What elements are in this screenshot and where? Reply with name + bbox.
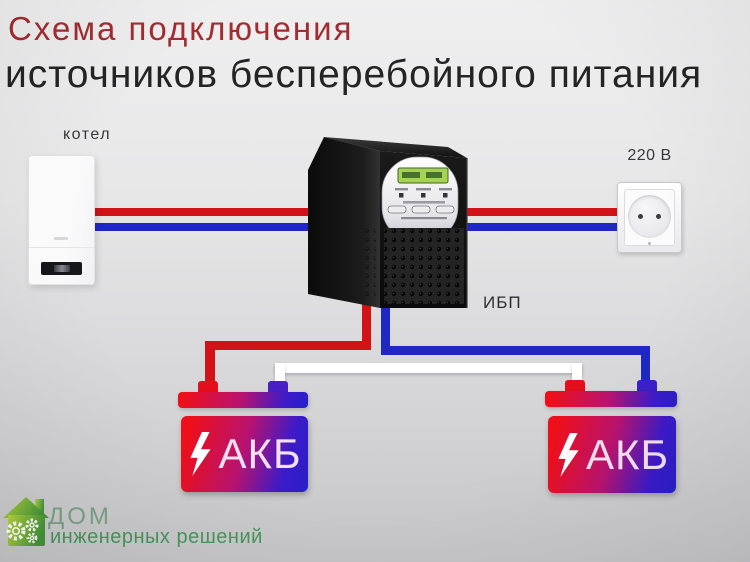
battery-right: АКБ (548, 416, 676, 493)
house-logo-icon (3, 497, 49, 546)
jumper-wire-white (275, 363, 582, 373)
ups-button (387, 205, 407, 214)
page-subtitle: источников бесперебойного питания (5, 53, 703, 96)
battery-right-label: АКБ (585, 430, 670, 478)
gear-icon (26, 532, 38, 544)
logo-subtitle: инженерных решений (50, 526, 263, 548)
jumper-wire-white-left (275, 363, 285, 388)
battery-left-terminal-minus (268, 381, 288, 394)
jumper-wire-white-right (572, 363, 582, 387)
socket-label: 220 В (627, 147, 672, 164)
boiler-seam (29, 247, 94, 248)
ups-indicator-led (443, 193, 448, 198)
ups-button (411, 205, 431, 214)
gear-icon (25, 518, 39, 532)
page-title: Схема подключения (8, 10, 354, 47)
socket-screw-bottom (648, 242, 651, 245)
battery-left-label: АКБ (218, 430, 302, 477)
ups-indicator-led (421, 193, 426, 198)
battery-left-terminal-plus (198, 381, 218, 394)
ups-panel-text (403, 201, 445, 204)
dc-wire-blue-drop (641, 346, 650, 388)
boiler-display-panel (41, 262, 82, 275)
boiler-screen (53, 265, 70, 272)
dc-wire-red-horiz (205, 341, 371, 350)
ups-indicator-label (395, 188, 408, 191)
dc-wire-blue-down (381, 300, 390, 355)
ups-label: ИБП (483, 293, 522, 312)
ups-indicator-label (416, 188, 431, 191)
battery-left: АКБ (181, 416, 308, 492)
ups-image (308, 137, 468, 308)
ups-lcd-display (397, 167, 449, 184)
boiler-label: котел (63, 126, 112, 143)
boiler-image (28, 155, 95, 285)
socket-hole-right (656, 214, 661, 219)
ups-button (435, 205, 455, 214)
battery-right-lid (545, 391, 677, 407)
socket-recess (628, 195, 671, 238)
ups-indicator-led (399, 193, 404, 198)
ups-top-face (324, 137, 467, 158)
dc-wire-red-down (362, 300, 371, 350)
battery-left-lid (178, 392, 308, 408)
lightning-icon (190, 431, 212, 477)
lightning-icon (558, 432, 579, 477)
power-socket (617, 182, 682, 253)
logo-title: ДОМ (48, 503, 112, 530)
dc-wire-red-drop (205, 341, 215, 393)
socket-hole-left (638, 214, 643, 219)
battery-right-terminal-minus (637, 380, 657, 393)
ups-side-vents (362, 228, 376, 300)
battery-right-terminal-plus (565, 380, 585, 393)
gear-icon (6, 521, 26, 541)
ups-indicator-label (439, 188, 452, 191)
boiler-logo-mark (54, 237, 68, 240)
ups-panel-text (401, 217, 447, 220)
dc-wire-blue-horiz (381, 346, 650, 355)
